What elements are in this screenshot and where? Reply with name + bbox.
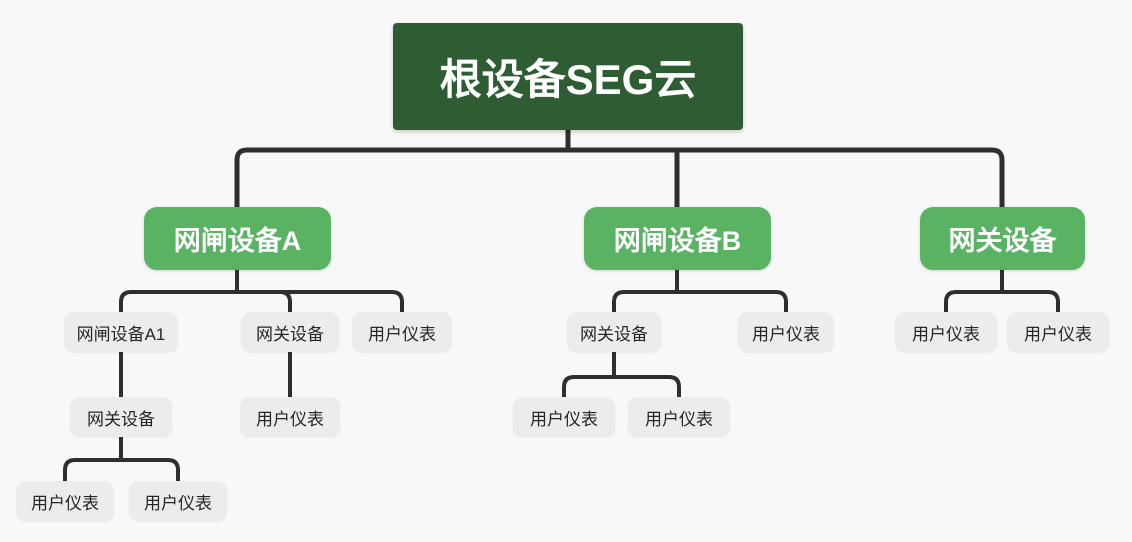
node-gateway-device[interactable]: 网关设备 <box>920 207 1085 270</box>
node-b-gateway[interactable]: 网关设备 <box>567 312 661 352</box>
edge-a-to-a1 <box>119 290 237 312</box>
edge-a1gw-to-meter1 <box>63 458 121 481</box>
edge-c-to-meter2 <box>1002 290 1060 312</box>
node-gatekeeper-a1[interactable]: 网闸设备A1 <box>64 312 178 352</box>
edge-b-to-gw <box>612 290 677 312</box>
edge-a-to-gw <box>237 290 292 312</box>
edge-c-to-meter1 <box>944 290 1002 312</box>
edge-a1gw-to-meter2 <box>121 458 180 481</box>
node-gatekeeper-b[interactable]: 网闸设备B <box>584 207 771 270</box>
node-gatekeeper-a[interactable]: 网闸设备A <box>144 207 331 270</box>
edge-b-to-meter <box>677 290 788 312</box>
node-c-user-meter-1[interactable]: 用户仪表 <box>895 312 997 352</box>
edge-a-to-meter <box>237 290 404 312</box>
node-b-gateway-user-meter-2[interactable]: 用户仪表 <box>628 397 730 437</box>
node-a-gateway-user-meter[interactable]: 用户仪表 <box>240 397 340 437</box>
edge-root-to-a <box>234 147 568 207</box>
node-root-device[interactable]: 根设备SEG云 <box>393 23 743 130</box>
node-a-user-meter[interactable]: 用户仪表 <box>352 312 452 352</box>
node-a1-gateway-user-meter-1[interactable]: 用户仪表 <box>16 481 114 521</box>
node-a1-gateway-user-meter-2[interactable]: 用户仪表 <box>129 481 227 521</box>
edge-bgw-to-meter1 <box>562 375 614 397</box>
edge-bgw-to-meter2 <box>614 375 681 397</box>
node-b-user-meter[interactable]: 用户仪表 <box>738 312 834 352</box>
node-a-gateway[interactable]: 网关设备 <box>241 312 339 352</box>
edge-root-to-c <box>568 147 1005 207</box>
node-a1-gateway[interactable]: 网关设备 <box>70 397 172 437</box>
node-b-gateway-user-meter-1[interactable]: 用户仪表 <box>513 397 615 437</box>
node-c-user-meter-2[interactable]: 用户仪表 <box>1007 312 1109 352</box>
